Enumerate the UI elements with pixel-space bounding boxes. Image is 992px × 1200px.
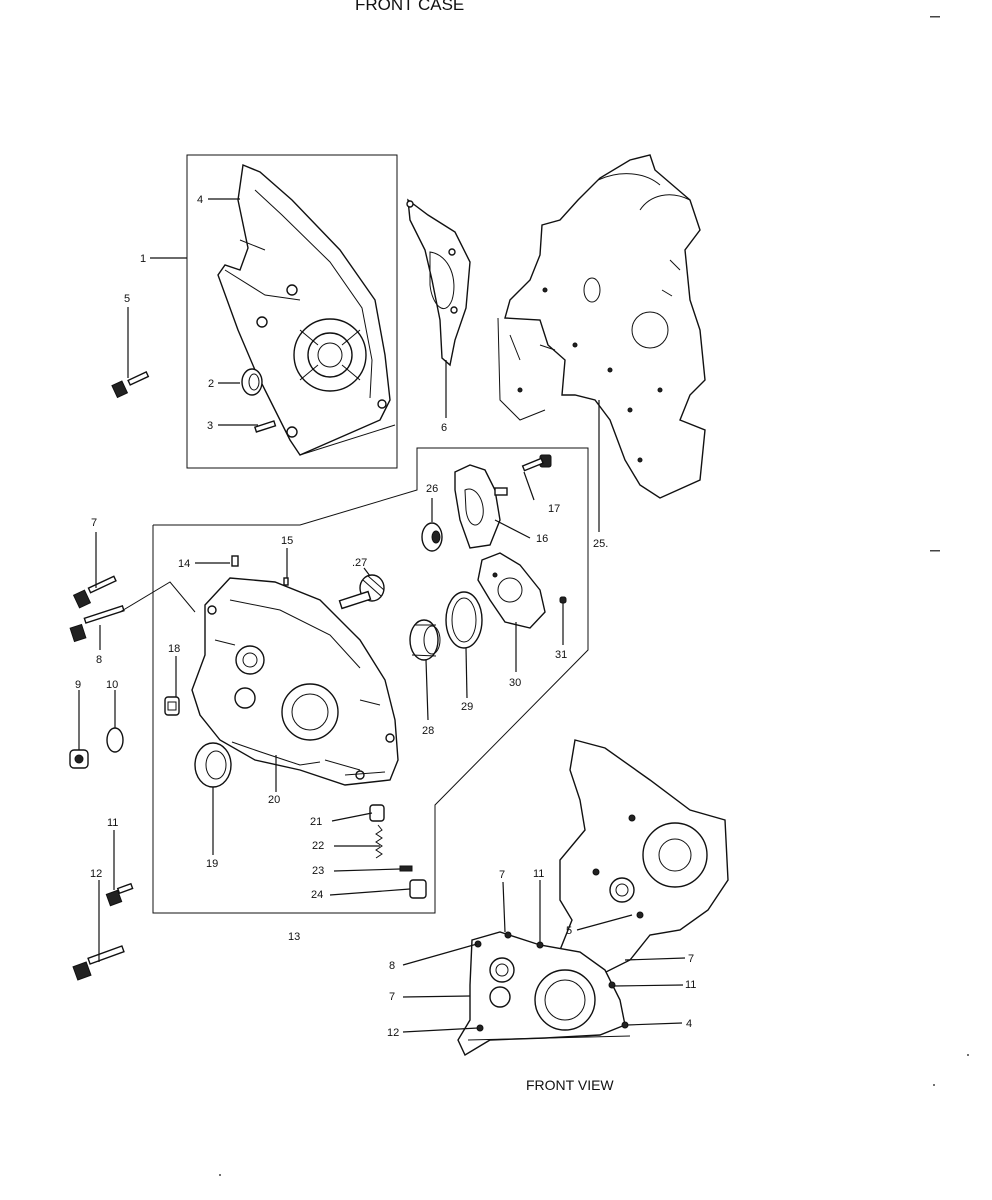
ring-part-29 <box>445 591 483 649</box>
dowel-part-14 <box>231 555 239 567</box>
bolt-part-11 <box>105 882 134 907</box>
callout-7: 7 <box>91 517 97 529</box>
callout-18: 18 <box>168 643 180 655</box>
callout-labels: 1 2 3 4 5 6 7 8 9 10 11 12 13 14 15 16 1… <box>75 194 696 1039</box>
front-callout-8: 8 <box>389 960 395 972</box>
front-callout-11-right: 11 <box>685 979 696 991</box>
pump-cover-part-30 <box>477 552 546 629</box>
front-callout-5: 5 <box>566 925 572 937</box>
screw-part-31 <box>559 596 567 604</box>
callout-31: 31 <box>555 649 567 661</box>
gasket-part-6 <box>407 198 471 367</box>
pump-body-part-16 <box>454 464 508 549</box>
front-callout-7-top: 7 <box>499 869 505 881</box>
callout-17: 17 <box>548 503 560 515</box>
front-callout-4: 4 <box>686 1018 692 1030</box>
callout-22: 22 <box>312 840 324 852</box>
callout-30: 30 <box>509 677 521 689</box>
gasket-part-20 <box>231 741 321 766</box>
callout-15: 15 <box>281 535 293 547</box>
pin-part-23 <box>399 865 413 872</box>
callout-29: 29 <box>461 701 473 713</box>
callout-5: 5 <box>124 293 130 305</box>
gear-part-26 <box>421 522 443 552</box>
plug-part-18 <box>164 696 180 716</box>
front-callout-7-right: 7 <box>688 953 694 965</box>
callout-9: 9 <box>75 679 81 691</box>
callout-21: 21 <box>310 816 322 828</box>
gear-part-28 <box>409 619 441 661</box>
leader-lines <box>78 198 686 1033</box>
dowel-pin-part-3 <box>253 420 277 433</box>
callout-11: 11 <box>107 817 118 829</box>
callout-4: 4 <box>197 194 203 206</box>
front-view-assembly <box>457 739 729 1056</box>
callout-8: 8 <box>96 654 102 666</box>
bolt-part-8 <box>69 605 125 643</box>
callout-23: 23 <box>312 865 324 877</box>
callout-28: 28 <box>422 725 434 737</box>
callout-12: 12 <box>90 868 102 880</box>
scan-marks <box>219 16 969 1176</box>
plug-part-24 <box>409 879 427 899</box>
callout-14: 14 <box>178 558 190 570</box>
page-title: FRONT CASE <box>355 0 464 14</box>
callout-1: 1 <box>140 253 146 265</box>
front-view-caption: FRONT VIEW <box>526 1077 614 1093</box>
callout-26: 26 <box>426 483 438 495</box>
callout-19: 19 <box>206 858 218 870</box>
callout-27: .27 <box>352 557 367 569</box>
bolt-part-7 <box>72 575 117 609</box>
front-callout-12: 12 <box>387 1027 399 1039</box>
oil-seal-part-19 <box>194 742 232 788</box>
plug-part-21 <box>369 804 385 822</box>
callout-13: 13 <box>288 931 300 943</box>
gear-shaft-part-27 <box>338 574 385 610</box>
callout-3: 3 <box>207 420 213 432</box>
engine-block-part-25 <box>497 154 706 499</box>
callout-25: 25. <box>593 538 608 550</box>
callout-16: 16 <box>536 533 548 545</box>
pin-part-15 <box>283 577 289 586</box>
callout-20: 20 <box>268 794 280 806</box>
bolt-part-12 <box>72 945 125 981</box>
washer-part-10 <box>106 727 124 753</box>
nut-part-9 <box>69 749 89 769</box>
bolt-part-17 <box>521 454 552 472</box>
callout-10: 10 <box>106 679 118 691</box>
group-frame-part-13 <box>152 447 589 914</box>
spring-part-22 <box>375 824 383 859</box>
callout-24: 24 <box>311 889 323 901</box>
group-box-part-1 <box>186 154 398 469</box>
front-case-part <box>191 577 399 786</box>
callout-6: 6 <box>441 422 447 434</box>
callout-2: 2 <box>208 378 214 390</box>
oil-seal-part-2 <box>241 368 263 396</box>
bolt-part-5 <box>111 371 150 399</box>
front-callout-7-left: 7 <box>389 991 395 1003</box>
timing-cover-part <box>217 164 396 456</box>
front-callout-11-top: 11 <box>533 868 544 880</box>
